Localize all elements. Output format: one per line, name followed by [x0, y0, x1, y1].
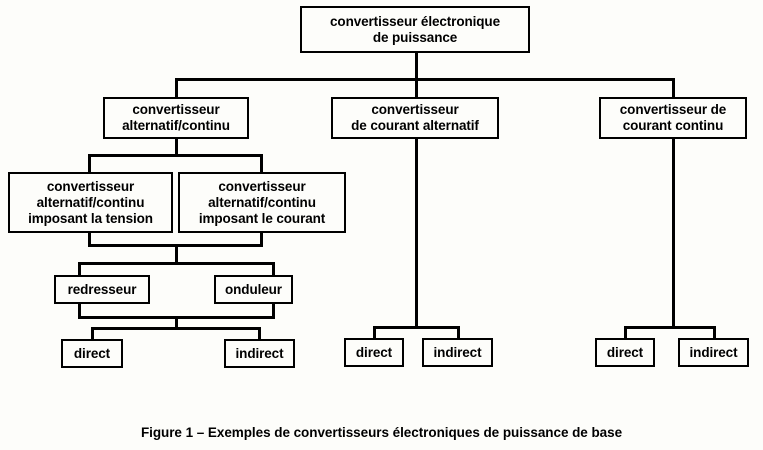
node-right-direct-label: direct [606, 344, 644, 360]
node-dc-dc[interactable]: convertisseur de courant continu [599, 97, 747, 139]
node-ac-ac-line1: convertisseur [371, 102, 459, 117]
node-right-direct[interactable]: direct [595, 338, 655, 367]
node-root[interactable]: convertisseur électronique de puissance [300, 6, 530, 53]
edge-leaves-left-bus [91, 327, 261, 330]
node-ac-ac-line2: de courant alternatif [351, 118, 479, 133]
figure-caption: Figure 1 – Exemples de convertisseurs él… [140, 425, 623, 440]
edge-drop-redresseur [78, 262, 81, 276]
node-mid-indirect-label: indirect [433, 344, 482, 360]
node-left-direct[interactable]: direct [61, 339, 123, 368]
edge-level2-bus [175, 78, 675, 81]
edge-merged-stem-level4 [175, 244, 178, 264]
edge-up-onduleur [272, 303, 275, 319]
node-root-line1: convertisseur électronique [330, 13, 500, 29]
edge-drop-left-direct [91, 327, 94, 340]
node-onduleur[interactable]: onduleur [214, 275, 293, 304]
node-imposant-tension-line2: alternatif/continu [36, 194, 145, 210]
node-right-indirect-label: indirect [689, 344, 738, 360]
edge-drop-dc-dc [672, 78, 675, 98]
edge-drop-right-indirect [713, 326, 716, 339]
node-imposant-courant-line3: imposant le courant [198, 210, 326, 226]
edge-drop-imposant-tension [88, 154, 91, 173]
edge-ac-dc-stem [175, 138, 178, 156]
node-ac-dc-line2: alternatif/continu [122, 118, 230, 133]
node-left-direct-label: direct [73, 345, 111, 361]
node-imposant-tension[interactable]: convertisseur alternatif/continu imposan… [8, 172, 173, 233]
edge-drop-right-direct [624, 326, 627, 339]
edge-drop-mid-direct [373, 326, 376, 339]
edge-drop-onduleur [272, 262, 275, 276]
node-left-indirect-label: indirect [235, 345, 284, 361]
edge-drop-imposant-courant [260, 154, 263, 173]
node-mid-direct[interactable]: direct [344, 338, 404, 367]
node-root-line2: de puissance [372, 29, 458, 45]
edge-drop-left-indirect [258, 327, 261, 340]
edge-leaves-right-bus [624, 326, 716, 329]
node-redresseur-label: redresseur [67, 281, 137, 297]
edge-root-stem [415, 52, 418, 80]
edge-leaves-middle-bus [373, 326, 460, 329]
edge-dc-dc-stem [672, 138, 675, 328]
edge-level3-bus [88, 154, 263, 157]
node-mid-direct-label: direct [355, 344, 393, 360]
node-ac-dc-line1: convertisseur [132, 102, 220, 117]
node-onduleur-label: onduleur [225, 281, 282, 297]
node-redresseur[interactable]: redresseur [54, 275, 150, 304]
edge-level4-bus [78, 262, 275, 265]
node-ac-ac[interactable]: convertisseur de courant alternatif [331, 97, 499, 139]
node-imposant-courant-line2: alternatif/continu [208, 194, 316, 210]
node-imposant-tension-line1: convertisseur [46, 178, 135, 194]
node-imposant-tension-line3: imposant la tension [28, 210, 153, 226]
edge-up-redresseur [78, 303, 81, 319]
node-dc-dc-line2: courant continu [622, 118, 724, 133]
edge-drop-ac-ac [415, 78, 418, 98]
edge-drop-ac-dc [175, 78, 178, 98]
node-ac-dc[interactable]: convertisseur alternatif/continu [103, 97, 249, 139]
node-mid-indirect[interactable]: indirect [422, 338, 493, 367]
edge-ac-ac-stem [415, 138, 418, 328]
edge-merged-stem-leaves-left [175, 316, 178, 330]
node-imposant-courant[interactable]: convertisseur alternatif/continu imposan… [178, 172, 346, 233]
node-imposant-courant-line1: convertisseur [218, 178, 306, 194]
node-left-indirect[interactable]: indirect [224, 339, 295, 368]
node-right-indirect[interactable]: indirect [678, 338, 749, 367]
edge-up-imposant-courant [260, 232, 263, 247]
edge-up-imposant-tension [88, 232, 91, 247]
node-dc-dc-line1: convertisseur de [619, 102, 727, 117]
edge-drop-mid-indirect [457, 326, 460, 339]
